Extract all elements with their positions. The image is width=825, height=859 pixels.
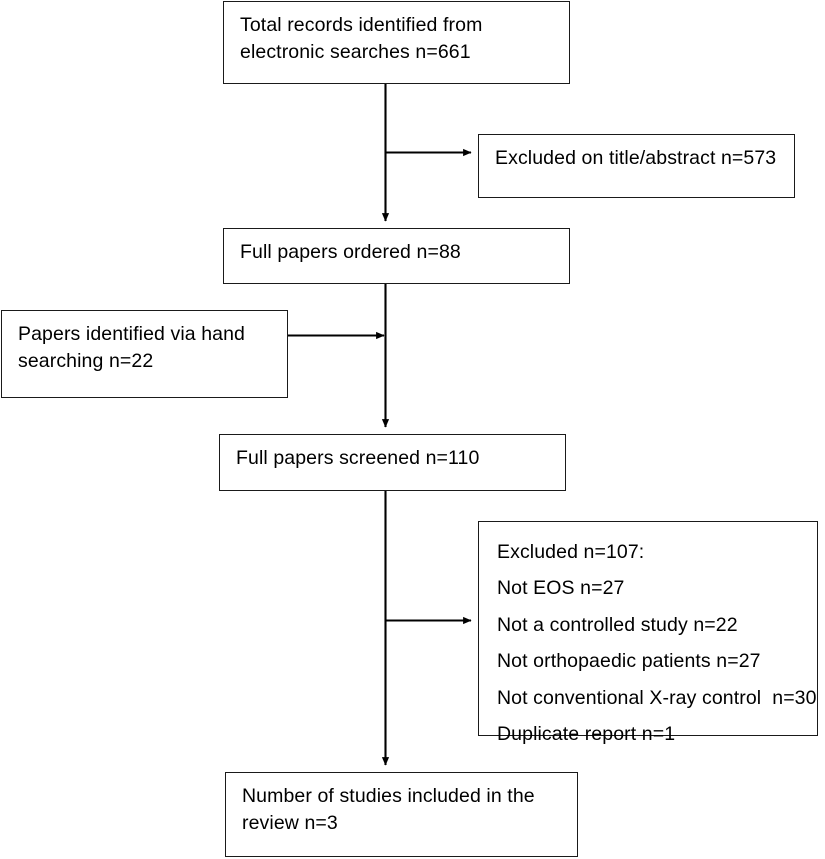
- node-total-records-line-2: electronic searches n=661: [240, 40, 471, 63]
- node-full-papers-screened: Full papers screened n=110: [219, 434, 566, 491]
- node-excluded-full-text-line-5: Not conventional X-ray control n=30: [497, 686, 817, 709]
- node-papers-identified-hand-searching: Papers identified via hand searching n=2…: [1, 310, 288, 398]
- node-excluded-full-text-line-3: Not a controlled study n=22: [497, 613, 738, 636]
- node-excluded-full-text-line-4: Not orthopaedic patients n=27: [497, 650, 761, 672]
- node-total-records-line-1: Total records identified from: [240, 14, 483, 36]
- node-excluded-full-text-line-6: Duplicate report n=1: [497, 723, 676, 745]
- node-excluded-on-title-abstract-line-1: Excluded on title/abstract n=573: [495, 147, 777, 169]
- node-papers-identified-hand-searching-line-1: Papers identified via hand: [18, 323, 246, 345]
- node-studies-included-line-1: Number of studies included in the: [242, 785, 535, 807]
- node-excluded-on-title-abstract: Excluded on title/abstract n=573: [478, 134, 795, 198]
- node-studies-included-in-review: Number of studies included in the review…: [225, 772, 578, 857]
- node-studies-included-line-2: review n=3: [242, 811, 338, 834]
- node-excluded-full-text-reasons: Excluded n=107: Not EOS n=27 Not a contr…: [478, 521, 818, 744]
- node-excluded-full-text-line-1: Excluded n=107:: [497, 540, 645, 563]
- node-total-records-identified: Total records identified from electronic…: [223, 1, 570, 84]
- node-full-papers-ordered-line-1: Full papers ordered n=88: [240, 241, 461, 263]
- node-excluded-full-text-line-2: Not EOS n=27: [497, 577, 625, 599]
- node-full-papers-screened-line-1: Full papers screened n=110: [236, 447, 480, 469]
- node-papers-identified-hand-searching-line-2: searching n=22: [18, 349, 154, 372]
- node-full-papers-ordered: Full papers ordered n=88: [223, 228, 570, 284]
